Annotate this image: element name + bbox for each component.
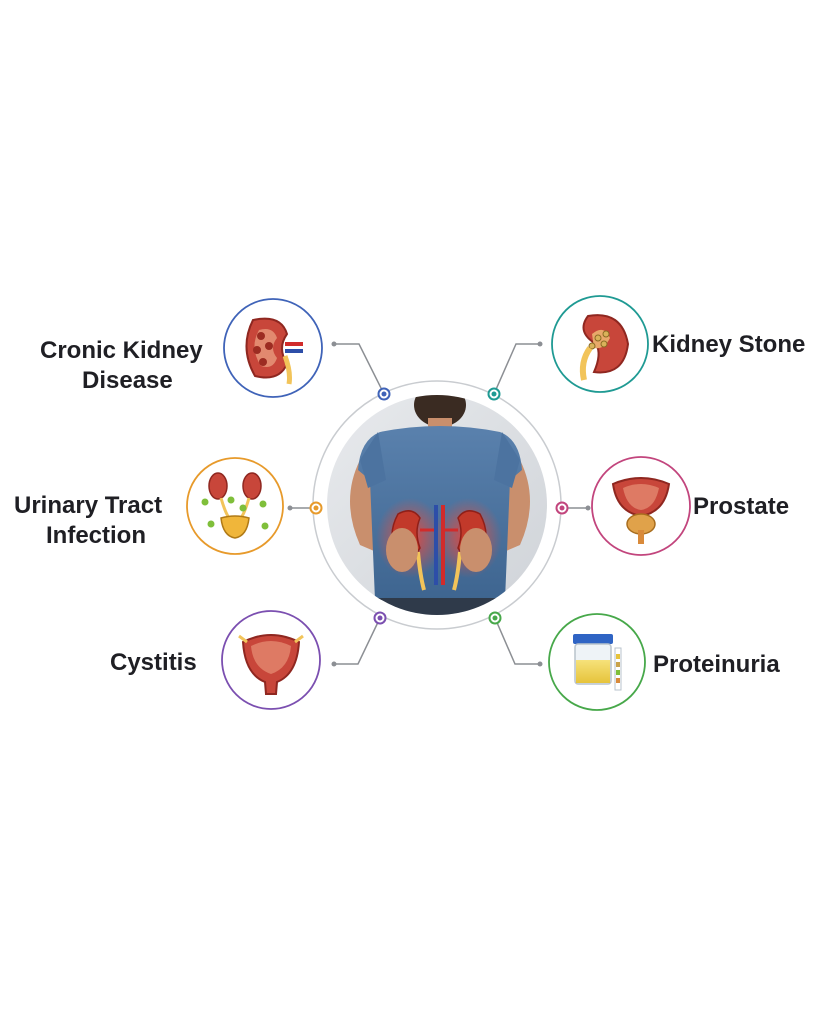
connector-node-dot-core: [492, 615, 498, 621]
label-line: Proteinuria: [653, 651, 780, 678]
connector-stone: [493, 343, 540, 395]
node-ckd: [223, 298, 323, 398]
connector-node-dot-core: [313, 505, 319, 511]
connector-lines: [290, 343, 588, 665]
connector-cystitis: [334, 617, 381, 665]
label-line: Urinary Tract: [14, 492, 163, 519]
connector-dots: [287, 341, 591, 667]
label-prostate: Prostate: [693, 492, 789, 522]
connector-proteinuria: [494, 617, 540, 665]
label-cystitis: Cystitis: [110, 648, 197, 678]
node-ring: [186, 457, 284, 555]
connector-ckd: [334, 343, 385, 395]
connector-node-dot-core: [377, 615, 383, 621]
label-stone: Kidney Stone: [652, 330, 805, 360]
urine-sample-cup-icon: [573, 634, 622, 691]
connector-node-dot-core: [491, 391, 497, 397]
label-line: Kidney Stone: [652, 331, 806, 358]
node-proteinuria: [548, 613, 646, 711]
connector-node-dot-core: [559, 505, 565, 511]
man-back-pain-kidneys-icon: [350, 395, 530, 615]
node-cystitis: [221, 610, 321, 710]
label-line: Infection: [46, 522, 146, 549]
connector-node-dot-core: [381, 391, 387, 397]
node-uti: [186, 457, 284, 555]
label-line: Cronic Kidney: [40, 337, 203, 364]
kidney-cross-section-icon: [245, 317, 303, 385]
kidney-stone-icon: [579, 314, 630, 381]
prostate-icon: [611, 477, 671, 544]
urinary-tract-bacteria-icon: [201, 472, 269, 539]
bladder-icon: [238, 634, 304, 695]
label-line: Disease: [82, 367, 173, 394]
node-stone: [551, 295, 649, 393]
label-proteinuria: Proteinuria: [653, 650, 780, 680]
label-line: Prostate: [693, 493, 790, 520]
label-line: Cystitis: [110, 649, 197, 676]
center-image: [312, 380, 562, 630]
node-prostate: [591, 456, 691, 556]
